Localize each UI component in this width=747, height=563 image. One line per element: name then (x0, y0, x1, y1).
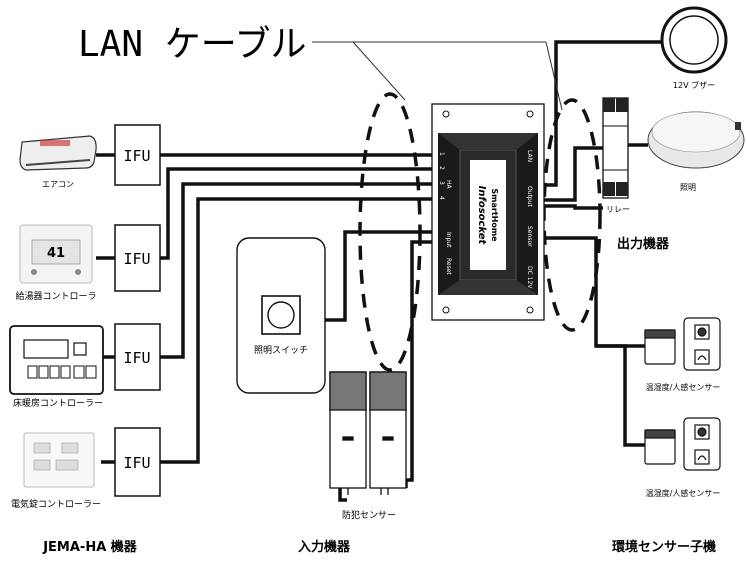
lan-cable-title: LAN ケーブル (78, 24, 307, 65)
controller-brand: SmartHome (490, 188, 499, 242)
lan-highlight-right (542, 98, 602, 332)
relay-icon (602, 97, 629, 199)
ifu-label: IFU (123, 454, 150, 472)
controller-input-label: Input (445, 232, 452, 248)
controller-sensor-label: Sensor (526, 226, 533, 247)
water-heater-controller-icon: 41 (19, 224, 93, 284)
electric-lock-label: 電気錠コントローラー (11, 498, 101, 510)
aircon-label: エアコン (42, 180, 74, 189)
buzzer-icon (660, 6, 728, 74)
buzzer-label: 12V ブザー (673, 80, 715, 90)
jema-group-heading: JEMA-HA 機器 (42, 539, 138, 555)
input-group-heading: 入力機器 (298, 539, 351, 555)
controller-port-number: 2 (438, 166, 445, 170)
electric-lock-controller-icon (23, 432, 95, 488)
water-heater-display: 41 (47, 246, 65, 261)
controller-port-number: 1 (438, 152, 445, 156)
ifu-boxes: IFU IFU IFU IFU (114, 124, 161, 497)
output-group-heading: 出力機器 (617, 236, 670, 252)
security-sensor-label: 防犯センサー (342, 509, 396, 521)
env-group-heading: 環境センサー子機 (612, 539, 716, 555)
controller-icon: SmartHome Infosocket HA Input Reset LAN … (431, 103, 545, 321)
air-conditioner-icon (19, 135, 97, 171)
controller-dc-label: DC 12V (526, 266, 533, 289)
light-switch-icon (236, 237, 326, 394)
lan-callout-lines (312, 41, 563, 111)
light-label: 照明 (680, 183, 696, 192)
env-sensor-label: 温湿度/人感センサー (646, 488, 721, 498)
ceiling-light-icon (647, 111, 745, 169)
controller-port-number: 3 (438, 181, 445, 185)
light-switch-label: 照明スイッチ (254, 345, 308, 356)
water-heater-label: 給湯器コントローラ (15, 290, 96, 302)
env-sensor-icon (644, 417, 721, 471)
env-sensor-label: 温湿度/人感センサー (646, 382, 721, 392)
ifu-label: IFU (123, 349, 150, 367)
controller-port-number: 4 (438, 196, 445, 200)
controller-model: Infosocket (476, 186, 487, 246)
floor-heating-controller-icon (9, 325, 104, 395)
controller-reset-label: Reset (445, 258, 452, 275)
security-sensor-icon (329, 371, 407, 495)
lan-highlight-left (358, 92, 422, 372)
controller-output-label: Output (526, 186, 533, 207)
controller-ha-label: HA (445, 180, 452, 190)
floor-heating-label: 床暖房コントローラー (13, 397, 103, 409)
relay-label: リレー (606, 205, 630, 214)
ifu-label: IFU (123, 147, 150, 165)
ifu-label: IFU (123, 250, 150, 268)
controller-lan-label: LAN (526, 150, 533, 162)
env-sensor-icon (644, 317, 721, 371)
